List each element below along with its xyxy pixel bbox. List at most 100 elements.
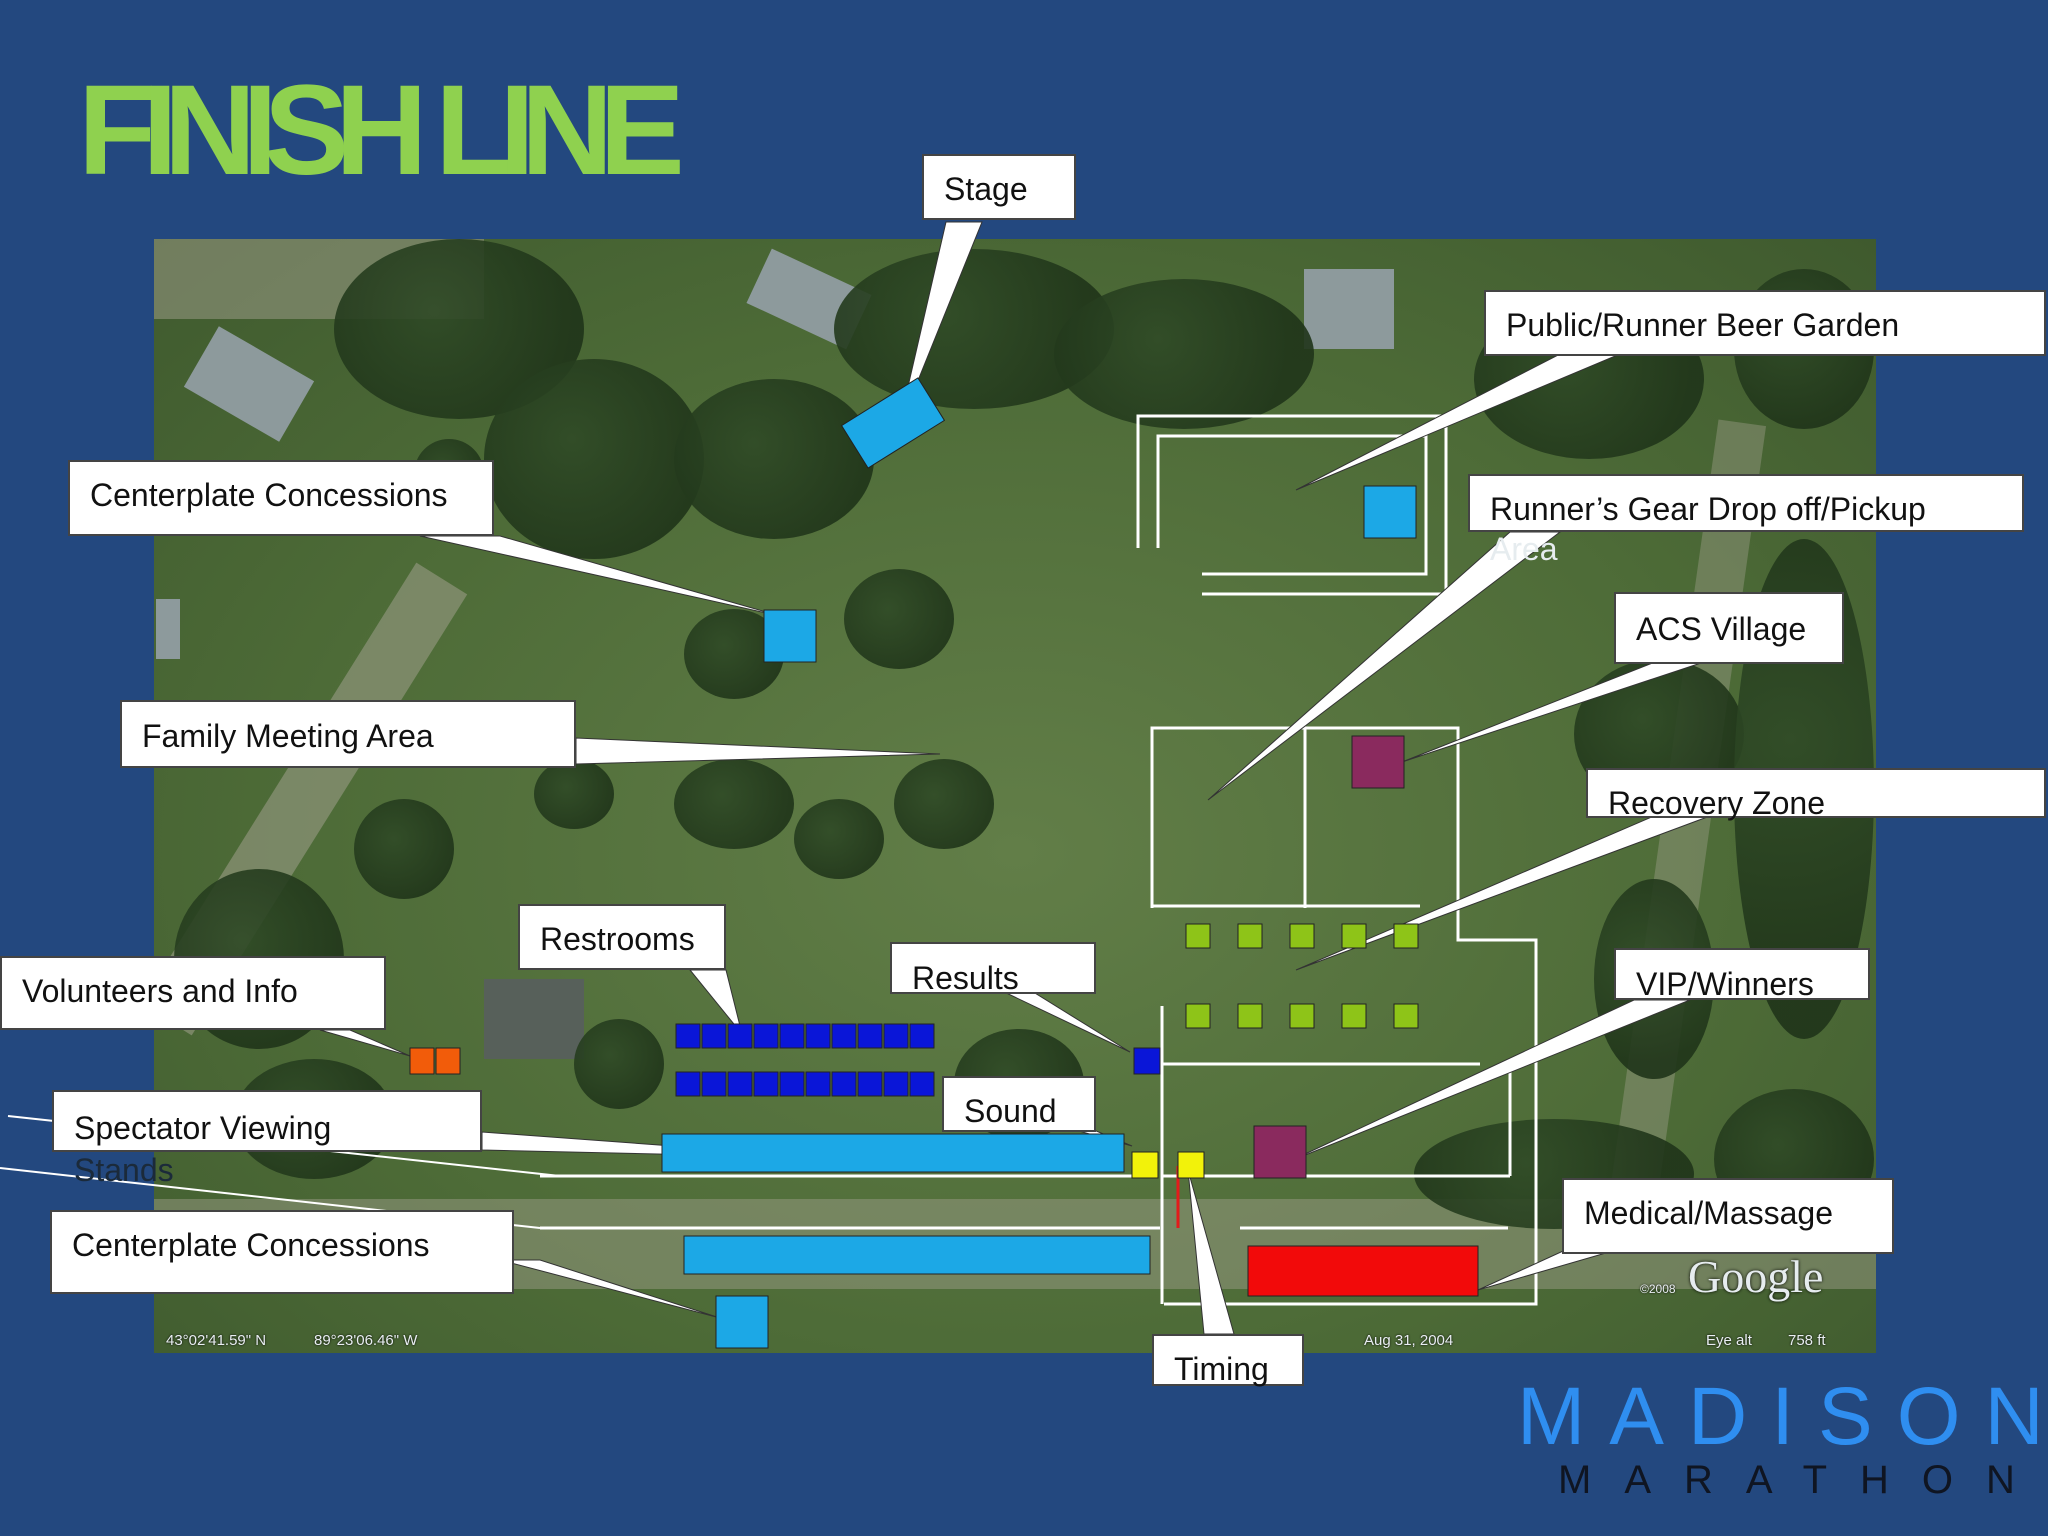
callout-spectator-label: Spectator Viewing	[74, 1110, 332, 1146]
callout-stage: Stage	[922, 154, 1076, 220]
tree	[894, 759, 994, 849]
tree	[484, 359, 704, 559]
gear-drop-pointer	[1207, 531, 1562, 801]
longitude-readout: 89°23'06.46" W	[314, 1332, 418, 1349]
callout-vip-label: VIP/Winners	[1636, 966, 1814, 1002]
street-stands-marker	[683, 1235, 1151, 1275]
recovery-station-marker	[1341, 1003, 1367, 1029]
callout-acs-village-label: ACS Village	[1636, 611, 1807, 647]
restroom-marker	[831, 1071, 857, 1097]
callout-family-meeting-label: Family Meeting Area	[142, 718, 434, 754]
gear-area-fence	[1150, 726, 1538, 1306]
stage-pointer	[897, 221, 983, 431]
recovery-station-marker	[1185, 1003, 1211, 1029]
callout-recovery-zone: Recovery Zone	[1586, 768, 2046, 821]
tree	[794, 799, 884, 879]
restroom-marker	[779, 1023, 805, 1049]
concessions-bottom-marker	[715, 1295, 769, 1349]
callout-restrooms: Restrooms	[518, 904, 726, 970]
copyright-year: ©2008	[1640, 1282, 1676, 1296]
restroom-marker	[805, 1071, 831, 1097]
building	[156, 599, 180, 659]
callout-pointers	[319, 221, 1711, 1335]
callout-results: Results	[890, 942, 1096, 996]
callout-beer-garden-label: Public/Runner Beer Garden	[1506, 307, 1900, 343]
callout-concessions-bottom: Centerplate Concessions	[50, 1210, 514, 1294]
restrooms-pointer	[688, 969, 743, 1035]
eye-alt-value: 758 ft	[1788, 1332, 1826, 1349]
medical-marker	[1247, 1245, 1479, 1297]
concessions-top-marker	[763, 609, 817, 663]
callout-gear-drop-label: Runner’s Gear Drop off/Pickup	[1490, 491, 1926, 527]
concessions-top-pointer	[419, 535, 781, 617]
callout-spectator-label-cont: Stands	[74, 1152, 174, 1188]
restroom-marker	[727, 1071, 753, 1097]
family-pointer	[575, 737, 941, 765]
vip-pointer	[1287, 999, 1691, 1163]
recovery-station-marker	[1237, 1003, 1263, 1029]
callout-concessions-bottom-label: Centerplate Concessions	[72, 1227, 430, 1263]
volunteers-marker-2	[435, 1047, 461, 1075]
tree	[1054, 279, 1314, 429]
recovery-station-marker	[1237, 923, 1263, 949]
callout-sound-label: Sound	[964, 1093, 1057, 1129]
recovery-row-1	[1185, 923, 1419, 949]
google-watermark: Google	[1688, 1251, 1824, 1302]
slide-title: FINISH LINE	[78, 59, 685, 202]
callout-family-meeting: Family Meeting Area	[120, 700, 576, 768]
tree	[674, 379, 874, 539]
callout-timing: Timing	[1152, 1334, 1304, 1387]
spectator-stands-marker	[661, 1133, 1125, 1173]
results-pointer	[999, 989, 1131, 1053]
tree	[674, 759, 794, 849]
tree	[574, 1019, 664, 1109]
restroom-row-1	[675, 1023, 935, 1049]
recovery-station-marker	[1289, 1003, 1315, 1029]
vip-marker	[1253, 1125, 1307, 1179]
markers	[409, 377, 1479, 1349]
recovery-station-marker	[1341, 923, 1367, 949]
sound-marker	[1131, 1151, 1159, 1179]
restroom-marker	[805, 1023, 831, 1049]
callout-recovery-zone-label: Recovery Zone	[1608, 785, 1825, 821]
restroom-marker	[909, 1071, 935, 1097]
tree	[534, 759, 614, 829]
callout-gear-drop-label-cont: Area	[1490, 531, 1558, 567]
beer-garden-pointer	[1295, 353, 1621, 491]
tree	[354, 799, 454, 899]
callout-volunteers: Volunteers and Info	[0, 956, 386, 1030]
building	[484, 979, 584, 1059]
restroom-row-2	[675, 1071, 935, 1097]
callout-medical: Medical/Massage	[1562, 1178, 1894, 1254]
recovery-station-marker	[1185, 923, 1211, 949]
restroom-marker	[675, 1023, 701, 1049]
callout-concessions-top: Centerplate Concessions	[68, 460, 494, 536]
acs-village-marker	[1351, 735, 1405, 789]
restroom-marker	[857, 1071, 883, 1097]
restroom-marker	[909, 1023, 935, 1049]
callout-restrooms-label: Restrooms	[540, 921, 695, 957]
restroom-marker	[701, 1023, 727, 1049]
callout-sound: Sound	[942, 1076, 1096, 1132]
restroom-marker	[753, 1023, 779, 1049]
restroom-marker	[753, 1071, 779, 1097]
callout-concessions-top-label: Centerplate Concessions	[90, 477, 448, 513]
beer-garden-fence-inner	[1156, 434, 1428, 576]
callout-volunteers-label: Volunteers and Info	[22, 973, 298, 1009]
acs-pointer	[1401, 659, 1711, 763]
callout-beer-garden: Public/Runner Beer Garden	[1484, 290, 2046, 356]
recovery-station-marker	[1393, 923, 1419, 949]
restroom-marker	[779, 1071, 805, 1097]
callout-vip: VIP/Winners	[1614, 948, 1870, 1002]
callout-stage-label: Stage	[944, 171, 1028, 207]
madison-logo-word: MADISON	[1517, 1371, 2048, 1462]
callout-results-label: Results	[912, 960, 1019, 996]
recovery-row-2	[1185, 1003, 1419, 1029]
restroom-marker	[857, 1023, 883, 1049]
restroom-marker	[727, 1023, 753, 1049]
latitude-readout: 43°02'41.59" N	[166, 1332, 267, 1349]
results-marker	[1133, 1047, 1161, 1075]
